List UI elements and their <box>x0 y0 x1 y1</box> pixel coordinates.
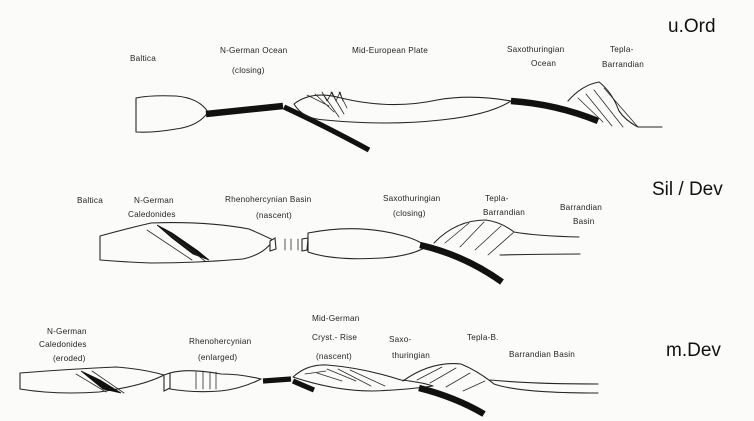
label-saxothuringian-upper-ordovician: Saxothuringian <box>507 45 565 54</box>
tepla-barrandian-upper-block <box>568 82 662 127</box>
label-barrandian-basin-line-1: Barrandian <box>560 203 602 212</box>
label-caledonides-silurian-devonian: Caledonides <box>128 210 176 219</box>
mid-german-crystalline-rise <box>293 365 433 391</box>
label-rhenohercynian-basin: Rhenohercynian Basin <box>225 195 312 204</box>
label-baltica-silurian-devonian: Baltica <box>77 196 103 205</box>
label-barrandian-upper-ordovician: Barrandian <box>602 60 644 69</box>
period-label-middle-devonian: m.Dev <box>666 340 721 361</box>
rhenohercynian-left-gap <box>270 238 276 251</box>
caledonides-thrust-black <box>157 225 209 260</box>
rhenohercynian-enlarged-gap-lines <box>196 372 216 389</box>
rhenohercynian-right-gap <box>302 238 308 251</box>
middle-devonian-section: N-German Caledonides (eroded) Rhenohercy… <box>20 314 598 414</box>
mid-german-slab-left <box>263 379 291 381</box>
label-barrandian-basin-line-2: Basin <box>573 217 595 226</box>
saxothuringian-middle-devonian-slab <box>419 388 484 414</box>
eroded-caledonides-black-thrust <box>81 371 121 393</box>
label-saxothuringian-silurian-devonian: Saxothuringian <box>383 194 441 203</box>
n-german-oceanic-slab <box>206 106 283 114</box>
label-tepla-b-middle-devonian: Tepla-B. <box>467 333 499 342</box>
rhenohercynian-basin-gap-lines <box>285 239 298 250</box>
label-closing-n-german: (closing) <box>232 66 265 75</box>
baltica-block-upper-ordovician <box>136 96 208 132</box>
saxothuringian-oceanic-slab <box>511 101 598 121</box>
label-n-german-ocean: N-German Ocean <box>220 46 288 55</box>
label-mid-german-middle-devonian: Mid-German <box>312 314 360 323</box>
label-saxothuringian-ocean: Ocean <box>531 59 556 68</box>
label-tepla-silurian-devonian: Tepla- <box>485 194 509 203</box>
period-label-silurian-devonian: Sil / Dev <box>652 179 723 200</box>
label-thuringian-middle-devonian: thuringian <box>392 351 430 360</box>
label-caledonides-middle-devonian: Caledonides <box>39 340 87 349</box>
tepla-barrandian-block-silurian-devonian <box>434 220 579 243</box>
barrandian-basin-floor-silurian-devonian <box>500 254 580 255</box>
label-enlarged-middle-devonian: (enlarged) <box>198 353 237 362</box>
label-n-german-silurian-devonian: N-German <box>134 196 174 205</box>
rhenohercynian-enlarged-left-gap <box>164 373 170 391</box>
saxothuringian-subducting-slab <box>420 245 502 282</box>
label-baltica-upper-ordovician: Baltica <box>130 54 156 63</box>
period-label-upper-ordovician: u.Ord <box>668 16 716 37</box>
label-saxo-middle-devonian: Saxo- <box>389 335 411 344</box>
barrandian-basin-top-line <box>490 380 598 384</box>
caledonides-thrust-lines <box>147 230 205 261</box>
label-nascent-middle-devonian: (nascent) <box>316 352 352 361</box>
label-closing-saxothuringian: (closing) <box>393 209 426 218</box>
label-barrandian-silurian-devonian: Barrandian <box>483 208 525 217</box>
rhenohercynian-enlarged-basin <box>170 371 261 392</box>
label-barrandian-basin-middle-devonian: Barrandian Basin <box>509 350 575 359</box>
label-tepla-upper-ordovician: Tepla- <box>610 45 634 54</box>
label-eroded-middle-devonian: (eroded) <box>53 354 86 363</box>
label-rhenohercynian-middle-devonian: Rhenohercynian <box>189 337 252 346</box>
label-mid-european-plate: Mid-European Plate <box>352 46 428 55</box>
subducting-n-german-slab <box>284 107 369 150</box>
silurian-devonian-section: Baltica N-German Caledonides Rhenohercyn… <box>77 194 602 282</box>
label-cryst-rise-middle-devonian: Cryst.- Rise <box>312 333 357 342</box>
mid-european-plate-silurian-devonian <box>308 229 426 259</box>
upper-ordovician-section: Baltica N-German Ocean (closing) Mid-Eur… <box>130 45 662 150</box>
label-n-german-middle-devonian: N-German <box>47 327 87 336</box>
label-nascent-silurian-devonian: (nascent) <box>256 211 292 220</box>
